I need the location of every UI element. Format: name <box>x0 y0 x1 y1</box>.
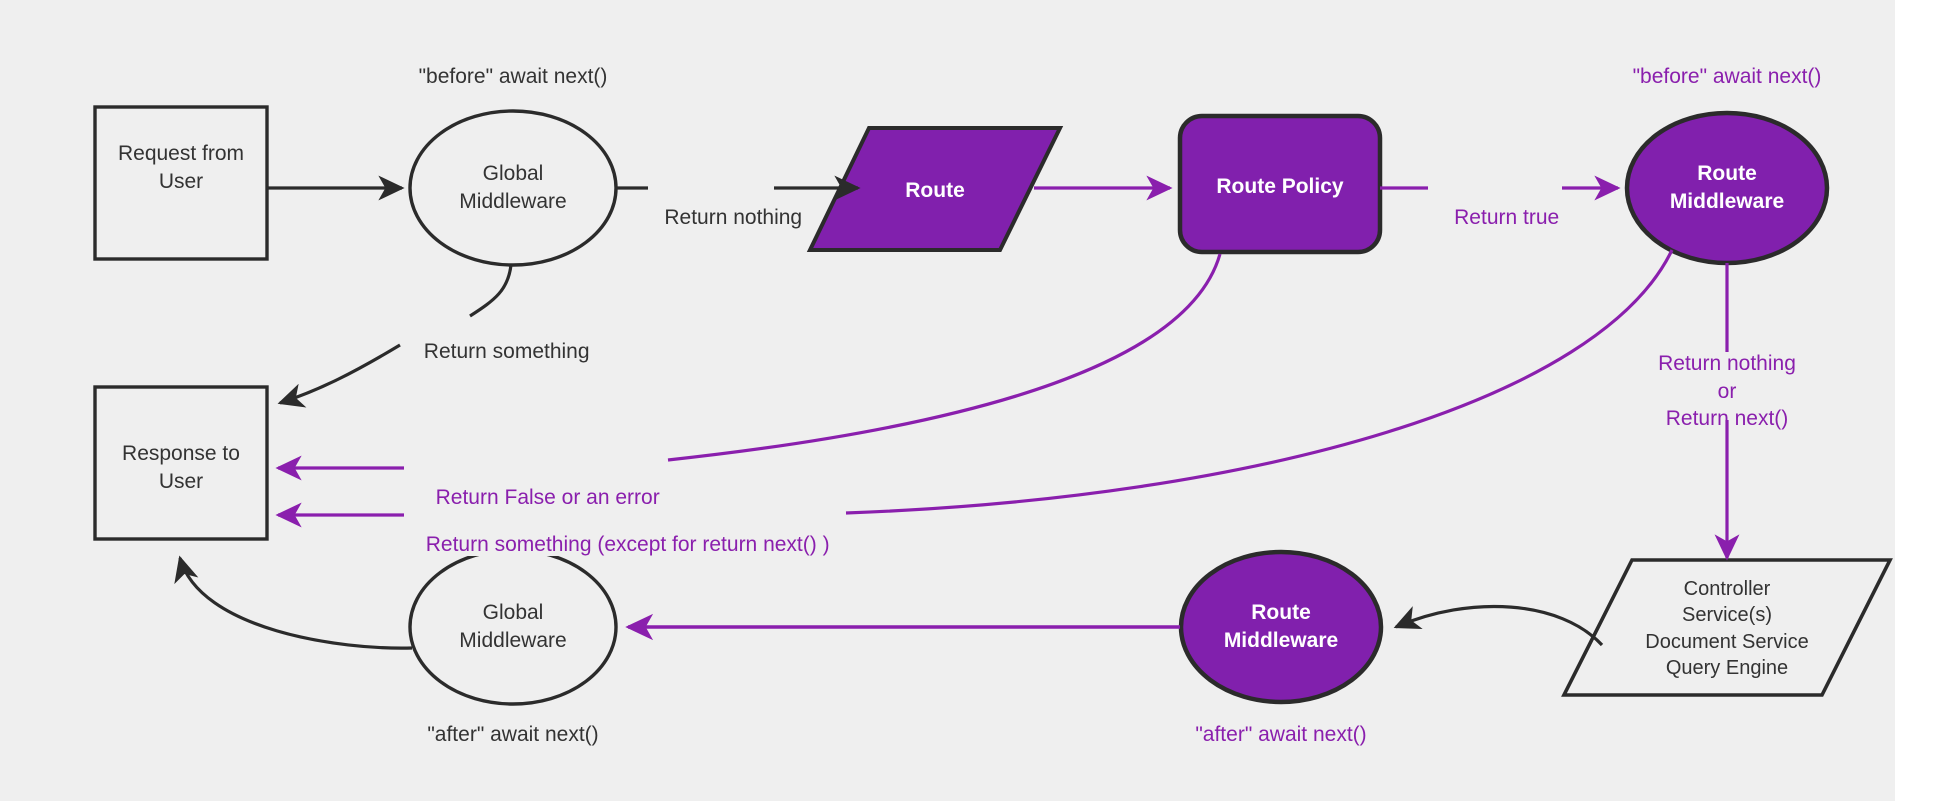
node-response-to-user <box>93 385 269 541</box>
edge-route-policy-return-false-curve <box>667 253 1222 462</box>
node-request-from-user <box>93 105 269 261</box>
edge-global-middleware-return-something-upper <box>469 264 513 318</box>
node-route-middleware-top <box>1624 110 1830 266</box>
node-route-middleware-bottom <box>1178 549 1384 705</box>
edge-global-middleware-bottom-to-response <box>174 555 413 650</box>
edge-global-middleware-return-something-lower <box>277 343 401 408</box>
node-controller-stack <box>1561 558 1893 697</box>
node-global-middleware-top <box>408 109 618 267</box>
edge-route-middleware-return-something-curve <box>845 249 1674 515</box>
edge-controller-to-route-middleware-bottom <box>1393 604 1604 647</box>
node-route-policy <box>1177 113 1383 255</box>
node-route <box>806 126 1064 252</box>
node-global-middleware-bottom <box>408 548 618 706</box>
